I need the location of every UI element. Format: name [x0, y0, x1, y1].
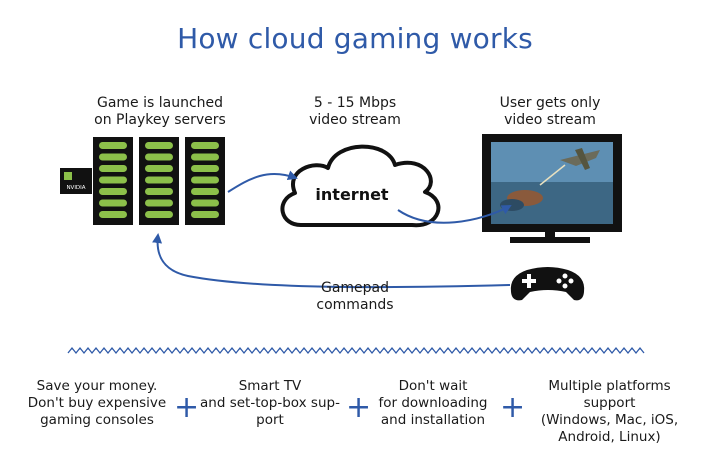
- benefit-smart-tv: Smart TV and set-top-box sup- port: [195, 378, 345, 429]
- benefit-line: (Windows, Mac, iOS,: [540, 412, 679, 428]
- server-slot: [191, 199, 219, 207]
- server-slot: [191, 188, 219, 195]
- page-title: How cloud gaming works: [177, 22, 533, 55]
- server-slot: [99, 165, 127, 172]
- server-slot: [145, 211, 173, 218]
- benefit-save-money: Save your money. Don't buy expensive gam…: [22, 378, 172, 429]
- server-racks: [93, 137, 225, 225]
- gamepad-label-line-1: Gamepad: [320, 280, 390, 296]
- server-slot: [145, 165, 173, 172]
- server-slot: [191, 165, 219, 172]
- servers-label-line-2: on Playkey servers: [94, 112, 226, 128]
- server-slot: [191, 153, 219, 161]
- server-slot: [99, 142, 127, 149]
- arrow-icon-cloud-to-tv: [397, 205, 512, 224]
- stream-label: 5 - 15 Mbps video stream: [280, 95, 430, 129]
- server-slot: [145, 153, 173, 161]
- benefit-line: and installation: [380, 412, 486, 428]
- gpu-chip-icon: NVIDIA: [60, 168, 92, 194]
- benefit-line: for downloading: [378, 395, 488, 411]
- gpu-badge-text: NVIDIA: [66, 185, 85, 191]
- user-label-line-2: video stream: [504, 112, 596, 128]
- user-label: User gets only video stream: [475, 95, 625, 129]
- benefit-no-download: Don't wait for downloading and installat…: [368, 378, 498, 429]
- server-slot: [99, 153, 127, 161]
- arrow-icon-gamepad-to-servers: [152, 233, 511, 289]
- benefit-line: and set-top-box sup-: [200, 395, 340, 411]
- benefit-line: gaming consoles: [40, 412, 154, 428]
- server-slot: [99, 176, 127, 184]
- plus-separator: +: [346, 390, 372, 425]
- server-slot: [191, 211, 219, 218]
- benefit-line: Android, Linux): [558, 429, 661, 445]
- server-rack-icon: [185, 137, 225, 225]
- gamepad-label: Gamepad commands: [290, 280, 420, 314]
- server-slot: [191, 176, 219, 184]
- plus-separator: +: [500, 390, 526, 425]
- tv-monitor-icon: [482, 134, 622, 243]
- servers-label: Game is launched on Playkey servers: [80, 95, 240, 129]
- internet-label: internet: [315, 185, 389, 204]
- benefit-line: port: [256, 412, 284, 428]
- server-slot: [99, 188, 127, 195]
- server-slot: [99, 199, 127, 207]
- server-rack-icon: [139, 137, 179, 225]
- stream-label-line-2: video stream: [309, 112, 401, 128]
- stream-label-line-1: 5 - 15 Mbps: [313, 95, 397, 111]
- benefit-line: support: [583, 395, 636, 411]
- server-slot: [145, 188, 173, 195]
- gamepad-label-line-2: commands: [316, 297, 394, 313]
- plus-separator: +: [174, 390, 200, 425]
- benefit-line: Smart TV: [238, 378, 302, 394]
- server-slot: [99, 211, 127, 218]
- benefit-multi-platform: Multiple platforms support (Windows, Mac…: [522, 378, 697, 446]
- server-slot: [145, 142, 173, 149]
- benefit-line: Save your money.: [36, 378, 158, 394]
- server-rack-icon: [93, 137, 133, 225]
- server-slot: [145, 176, 173, 184]
- arrow-icon-stream-to-cloud: [227, 170, 298, 193]
- benefit-line: Don't wait: [398, 378, 468, 394]
- benefit-line: Don't buy expensive: [27, 395, 167, 411]
- server-slot: [191, 142, 219, 149]
- user-label-line-1: User gets only: [499, 95, 601, 111]
- cloud-icon: [280, 144, 441, 228]
- wavy-divider: [67, 346, 645, 355]
- gamepad-icon: [510, 267, 585, 301]
- servers-label-line-1: Game is launched: [96, 95, 224, 111]
- server-slot: [145, 199, 173, 207]
- benefit-line: Multiple platforms: [548, 378, 671, 394]
